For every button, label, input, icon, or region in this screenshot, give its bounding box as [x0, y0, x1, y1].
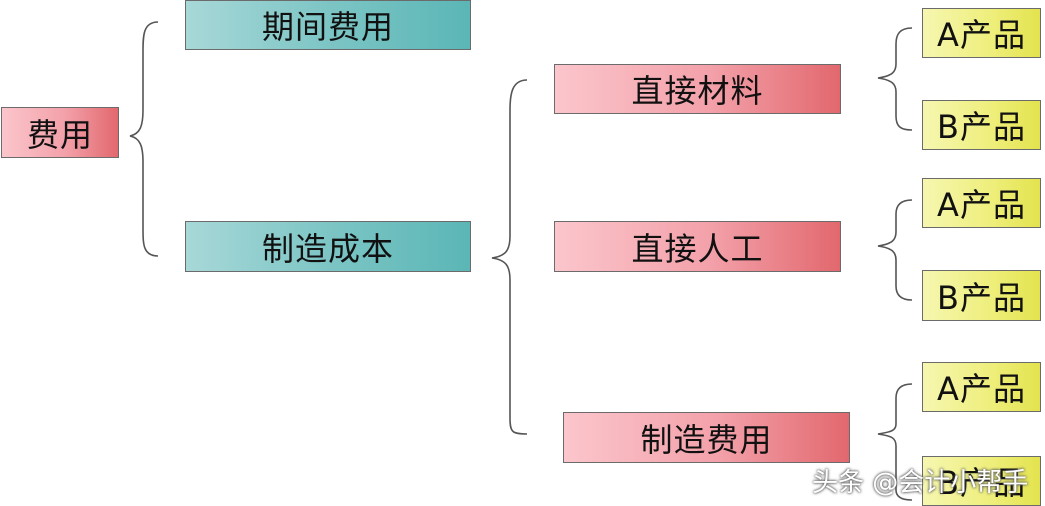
node-product-b: B产品: [922, 100, 1041, 150]
brace-labor: [877, 199, 913, 301]
node-direct-labor: 直接人工: [554, 221, 841, 272]
node-manufacturing-overhead: 制造费用: [563, 412, 850, 463]
node-product-a: A产品: [922, 178, 1041, 228]
brace-root: [129, 21, 159, 257]
brace-material: [877, 27, 913, 131]
node-product-b: B产品: [922, 456, 1041, 506]
brace-overhead: [877, 383, 913, 501]
node-product-a: A产品: [922, 8, 1041, 58]
watermark-text: 头条 @会计小帮手: [812, 468, 1029, 498]
node-product-b: B产品: [922, 270, 1041, 321]
node-period-expense: 期间费用: [185, 0, 471, 50]
node-direct-material: 直接材料: [554, 64, 841, 114]
node-manufacturing-cost: 制造成本: [185, 221, 471, 272]
node-root: 费用: [1, 107, 119, 158]
node-product-a: A产品: [922, 362, 1041, 412]
brace-cost: [491, 79, 528, 435]
